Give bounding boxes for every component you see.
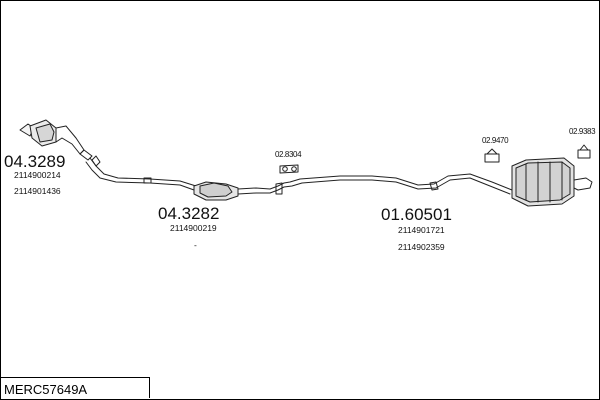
reference-rear-section-1: 2114901721 [398,225,445,235]
intermediate-pipe-drawing [269,173,513,195]
note-center-cat: - [194,240,197,250]
reference-front-cat-2: 2114901436 [14,186,61,196]
part-number-rear-section[interactable]: 01.60501 [381,205,452,224]
front-pipe-drawing [85,155,197,191]
rubber-hanger-drawing-2 [577,144,591,159]
diagram-code-box: MERC57649A [0,377,150,398]
reference-rear-section-2: 2114902359 [398,242,445,252]
center-catalytic-converter-drawing [193,181,271,201]
reference-front-cat-1: 2114900214 [14,170,61,180]
part-number-hanger-1[interactable]: 02.9470 [482,136,509,145]
reference-center-cat-1: 2114900219 [170,223,217,233]
part-number-hanger-2[interactable]: 02.9383 [569,127,596,136]
clamp-drawing [279,164,299,174]
part-number-center-cat[interactable]: 04.3282 [158,204,220,223]
part-number-front-cat[interactable]: 04.3289 [4,152,66,171]
diagram-code: MERC57649A [4,382,88,397]
part-number-clamp[interactable]: 02.8304 [275,150,302,159]
rear-silencer-drawing [511,157,593,207]
front-catalytic-converter-drawing [19,119,93,161]
rubber-hanger-drawing [484,148,500,163]
